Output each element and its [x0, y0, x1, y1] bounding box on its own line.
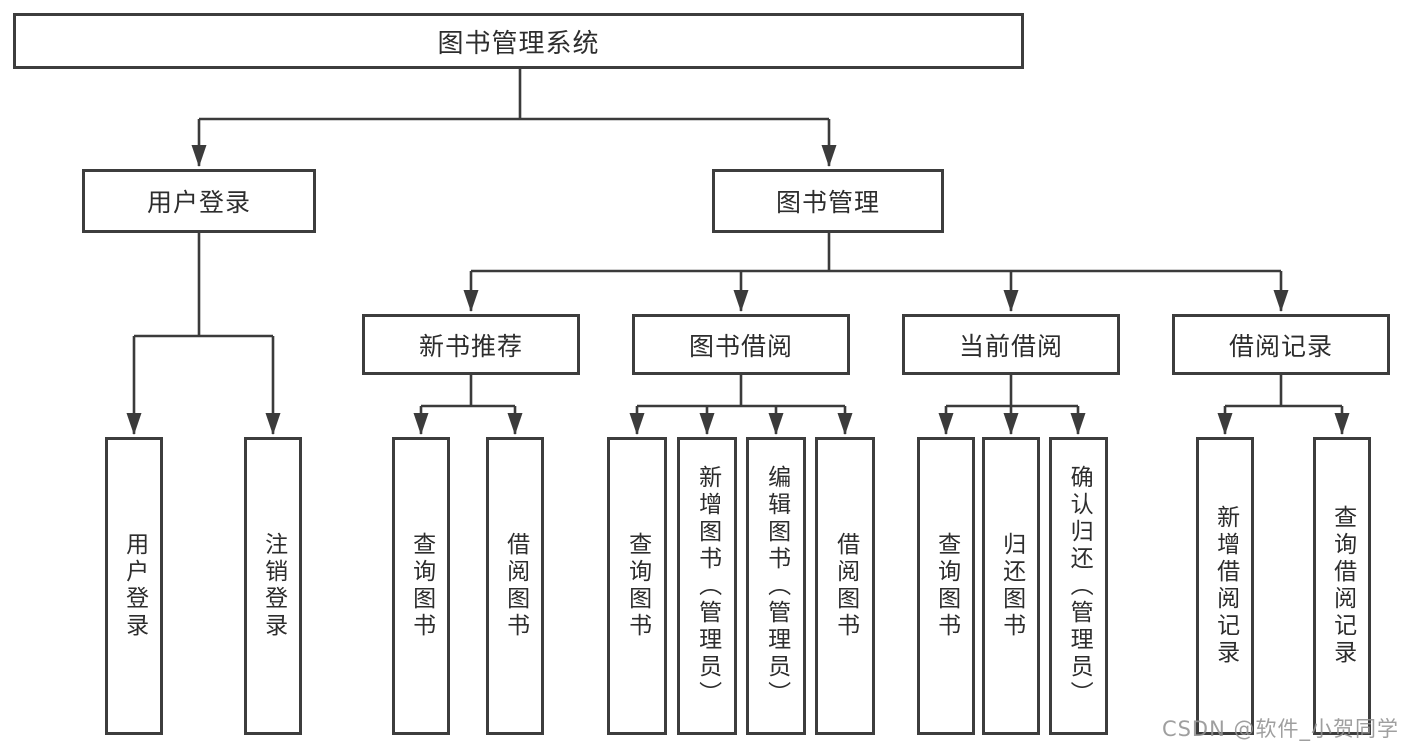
node-book-borrow-label: 图书借阅: [688, 331, 793, 361]
node-current-confirm-return-admin-label: 确认归还（管理员）: [1066, 464, 1093, 708]
node-current-borrow-label: 当前借阅: [958, 331, 1063, 361]
node-book-management: 图书管理: [712, 169, 944, 233]
node-user-login-label: 用户登录: [146, 188, 251, 217]
connector-elbows: [134, 69, 1342, 408]
node-borrow-query-books: 查询图书: [607, 437, 667, 735]
node-current-return-books: 归还图书: [982, 437, 1040, 735]
node-recommend-query-books-label: 查询图书: [408, 532, 435, 640]
node-records-query-record: 查询借阅记录: [1313, 437, 1371, 735]
node-logout: 注销登录: [244, 437, 302, 735]
node-borrow-borrow-books-label: 借阅图书: [832, 532, 859, 640]
node-current-query-books: 查询图书: [917, 437, 975, 735]
node-new-book-recommend: 新书推荐: [362, 314, 580, 375]
node-borrow-query-books-label: 查询图书: [624, 532, 651, 640]
node-borrow-add-books-admin: 新增图书（管理员）: [677, 437, 737, 735]
node-borrow-records-label: 借阅记录: [1228, 331, 1333, 361]
node-book-borrow: 图书借阅: [632, 314, 850, 375]
node-recommend-query-books: 查询图书: [392, 437, 450, 735]
node-logout-label: 注销登录: [260, 532, 287, 640]
node-login-label: 用户登录: [121, 532, 148, 640]
node-borrow-records: 借阅记录: [1172, 314, 1390, 375]
node-recommend-borrow-books: 借阅图书: [486, 437, 544, 735]
node-book-management-label: 图书管理: [775, 188, 880, 217]
node-recommend-borrow-books-label: 借阅图书: [502, 532, 529, 640]
node-root: 图书管理系统: [13, 13, 1024, 69]
node-new-book-recommend-label: 新书推荐: [418, 331, 523, 361]
node-borrow-add-books-admin-label: 新增图书（管理员）: [694, 464, 721, 708]
node-current-confirm-return-admin: 确认归还（管理员）: [1049, 437, 1108, 735]
node-borrow-borrow-books: 借阅图书: [815, 437, 875, 735]
node-current-query-books-label: 查询图书: [933, 532, 960, 640]
node-records-add-record-label: 新增借阅记录: [1212, 505, 1239, 667]
node-records-add-record: 新增借阅记录: [1196, 437, 1254, 735]
node-current-return-books-label: 归还图书: [998, 532, 1025, 640]
node-user-login: 用户登录: [82, 169, 316, 233]
node-borrow-edit-books-admin: 编辑图书（管理员）: [746, 437, 806, 735]
node-current-borrow: 当前借阅: [902, 314, 1120, 375]
csdn-watermark: CSDN @软件_小贺同学: [1161, 717, 1399, 741]
node-borrow-edit-books-admin-label: 编辑图书（管理员）: [763, 464, 790, 708]
node-root-label: 图书管理系统: [437, 28, 600, 59]
connector-arrows: [126, 119, 1350, 435]
node-records-query-record-label: 查询借阅记录: [1329, 505, 1356, 667]
node-login: 用户登录: [105, 437, 163, 735]
